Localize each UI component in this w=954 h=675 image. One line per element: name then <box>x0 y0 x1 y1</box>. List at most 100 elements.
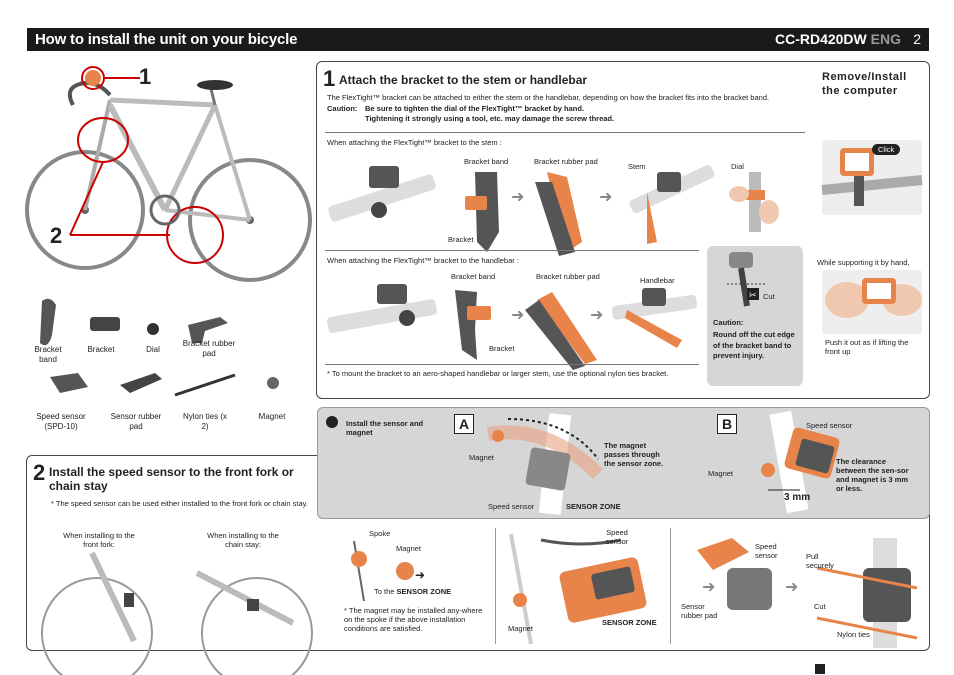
install-sensor-box: Install the sensor and magnet A B Magnet… <box>317 407 930 519</box>
cut-drawing: ✂ <box>727 252 767 307</box>
step1-caution-1: Be sure to tighten the dial of the FlexT… <box>365 104 585 113</box>
nylon-ties-label: Nylon ties <box>837 630 870 639</box>
part-magnet: Magnet <box>258 412 286 421</box>
part-dial: Dial <box>146 345 160 354</box>
dial-drawing <box>729 172 779 232</box>
remove-support-text: While supporting it by hand, <box>817 258 910 267</box>
sensor-zone-text: SENSOR ZONE <box>396 587 452 596</box>
magnet-label-bottom: Magnet <box>396 544 422 553</box>
divider-3 <box>325 364 699 365</box>
svg-text:➜: ➜ <box>702 577 715 596</box>
svg-text:➜: ➜ <box>590 305 603 324</box>
part-bracket-rubber-pad: Bracket rubber pad <box>182 339 236 358</box>
parts-icons-row1 <box>40 298 228 346</box>
bicycle-illustration: 1 2 <box>25 60 315 285</box>
section-b-label: B <box>717 414 737 434</box>
pull-securely-label: Pull securely <box>806 552 834 570</box>
model-name: CC-RD420DW ENG <box>775 31 901 47</box>
chain-stay-drawing <box>195 570 313 675</box>
svg-text:➜: ➜ <box>599 187 612 206</box>
step2-number: 2 <box>33 460 46 485</box>
magnet-note: * The magnet may be installed any-where … <box>344 606 483 633</box>
svg-text:➜: ➜ <box>511 187 524 206</box>
remove-photo-2 <box>822 270 922 334</box>
page-title: How to install the unit on your bicycle <box>35 31 298 48</box>
pin-icon <box>326 416 338 428</box>
part-sensor-rubber-pad: Sensor rubber pad <box>110 412 162 431</box>
step2-note: * The speed sensor can be used either in… <box>51 499 308 508</box>
bottom-divider-1 <box>495 528 496 644</box>
chain-caption: When installing to the chain stay: <box>207 531 279 549</box>
sensor-zone-label: SENSOR ZONE <box>602 618 657 627</box>
b-sensor-label: Speed sensor <box>806 421 853 430</box>
hb-caption: When attaching the FlexTight™ bracket to… <box>327 256 519 265</box>
cut-caution-label: Caution: <box>713 318 744 327</box>
part-bracket: Bracket <box>87 345 115 354</box>
cut-caution-box: ✂ Cut Caution: Round off the cut edge of… <box>707 246 803 386</box>
part-nylon-ties: Nylon ties (x 2) <box>182 412 227 431</box>
part-speed-sensor: Speed sensor (SPD-10) <box>36 412 86 431</box>
spoke-magnet-drawing: ➜ <box>351 540 425 602</box>
hb-label-bracket-band: Bracket band <box>451 272 496 281</box>
b-magnet-label: Magnet <box>708 469 734 478</box>
stem-label-stem: Stem <box>628 162 646 171</box>
language-code: ENG <box>870 31 901 47</box>
stem-label-dial: Dial <box>731 162 744 171</box>
callout-1: 1 <box>139 64 152 89</box>
click-label: Click <box>872 144 901 155</box>
header-bar: How to install the unit on your bicycle … <box>27 28 929 51</box>
stem-caption: When attaching the FlexTight™ bracket to… <box>327 138 502 147</box>
svg-text:➜: ➜ <box>415 568 425 582</box>
fork-caption: When installing to the front fork: <box>63 531 135 549</box>
section-a-label: A <box>454 414 474 434</box>
a-zone-label: SENSOR ZONE <box>566 502 621 511</box>
cut-label: Cut <box>763 292 775 301</box>
b-note: The clearance between the sen-sor and ma… <box>836 457 909 493</box>
part-bracket-band: Bracket band <box>34 345 62 364</box>
a-sensor-label: Speed sensor <box>488 502 535 511</box>
hb-label-rubber-pad: Bracket rubber pad <box>536 272 600 281</box>
step1-number: 1 <box>323 66 336 91</box>
page-number: 2 <box>913 31 921 47</box>
svg-text:➜: ➜ <box>511 305 524 324</box>
speed-sensor-label-zone: Speed sensor <box>605 528 629 546</box>
step2-title: Install the speed sensor to the front fo… <box>49 465 294 493</box>
install-box-title: Install the sensor and magnet <box>346 419 424 437</box>
diagram-a <box>486 413 603 515</box>
to-sensor-zone: To the SENSOR ZONE <box>374 587 451 596</box>
hb-label-handlebar: Handlebar <box>640 276 675 285</box>
sensor-zone-drawing <box>509 533 647 645</box>
a-magnet-label: Magnet <box>469 453 495 462</box>
to-the-text: To the <box>374 587 395 596</box>
step1-note: * To mount the bracket to an aero-shaped… <box>327 369 669 378</box>
speed-sensor-label-tie: Speed sensor <box>755 542 778 560</box>
callout-2: 2 <box>50 223 63 248</box>
svg-text:➜: ➜ <box>785 577 798 596</box>
handlebar-diagram: ➜ ➜ <box>327 284 698 370</box>
stem-label-rubber-pad: Bracket rubber pad <box>534 157 598 166</box>
remove-push-text: Push it out as if lifting the front up <box>825 338 909 356</box>
divider-2 <box>325 250 699 251</box>
cut-label-bottom: Cut <box>814 602 826 611</box>
magnet-label-zone: Magnet <box>508 624 534 633</box>
step1-title: Attach the bracket to the stem or handle… <box>339 73 588 87</box>
remove-photo-1: Click <box>821 140 923 215</box>
svg-text:✂: ✂ <box>749 291 757 301</box>
step1-box: 1 Attach the bracket to the stem or hand… <box>316 61 930 399</box>
bicycle-drawing <box>25 66 312 282</box>
a-note: The magnet passes through the sensor zon… <box>604 441 664 468</box>
divider <box>325 132 805 133</box>
nylon-tie-drawing: ➜ ➜ <box>697 538 918 674</box>
model-code: CC-RD420DW <box>774 31 867 47</box>
stem-label-bracket-band: Bracket band <box>464 157 509 166</box>
remove-drawing-2 <box>825 278 922 318</box>
parts-list: Bracket band Bracket Dial Bracket rubber… <box>30 295 310 440</box>
stem-diagram: ➜ ➜ <box>328 164 715 256</box>
diagram-b <box>761 410 840 514</box>
step1-caution-label: Caution: <box>327 104 358 113</box>
spoke-label: Spoke <box>369 529 391 538</box>
fork-drawing <box>41 551 153 675</box>
hb-label-bracket: Bracket <box>489 344 515 353</box>
bottom-divider-2 <box>670 528 671 644</box>
step1-intro: The FlexTight™ bracket can be attached t… <box>327 93 770 102</box>
